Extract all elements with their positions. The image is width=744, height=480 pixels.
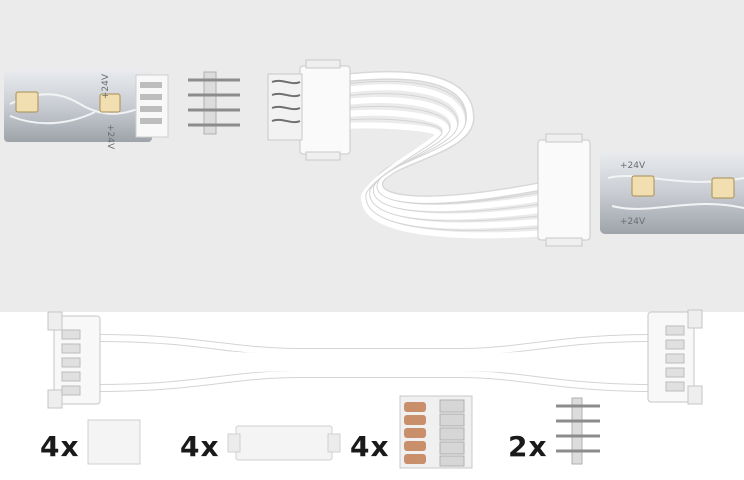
left-led-strip: +24V +24V (4, 70, 169, 150)
quantity-label-covers: 4x (180, 430, 220, 463)
kit-item-connector-cover (227, 425, 341, 461)
strip-voltage-label: +24V (620, 217, 646, 227)
flat-cable-long (47, 309, 703, 409)
quantity-label-end-caps: 4x (40, 430, 80, 463)
quantity-label-clip-connectors: 4x (350, 430, 390, 463)
led-chip (15, 91, 39, 113)
strip-voltage-label: +24V (101, 73, 111, 99)
kit-item-pin-header (556, 397, 600, 465)
pin-header-loose (188, 71, 240, 135)
flat-cable-connector (267, 59, 591, 247)
quantity-label-pin-headers: 2x (508, 430, 548, 463)
kit-item-end-cap (87, 419, 141, 465)
kit-item-clip-connector (399, 395, 473, 469)
led-chip (631, 175, 655, 197)
strip-voltage-label: +24V (620, 161, 646, 171)
led-chip (711, 177, 735, 199)
strip-voltage-label: +24V (105, 124, 115, 150)
led-chip (99, 93, 121, 113)
right-led-strip: +24V +24V (600, 152, 744, 234)
